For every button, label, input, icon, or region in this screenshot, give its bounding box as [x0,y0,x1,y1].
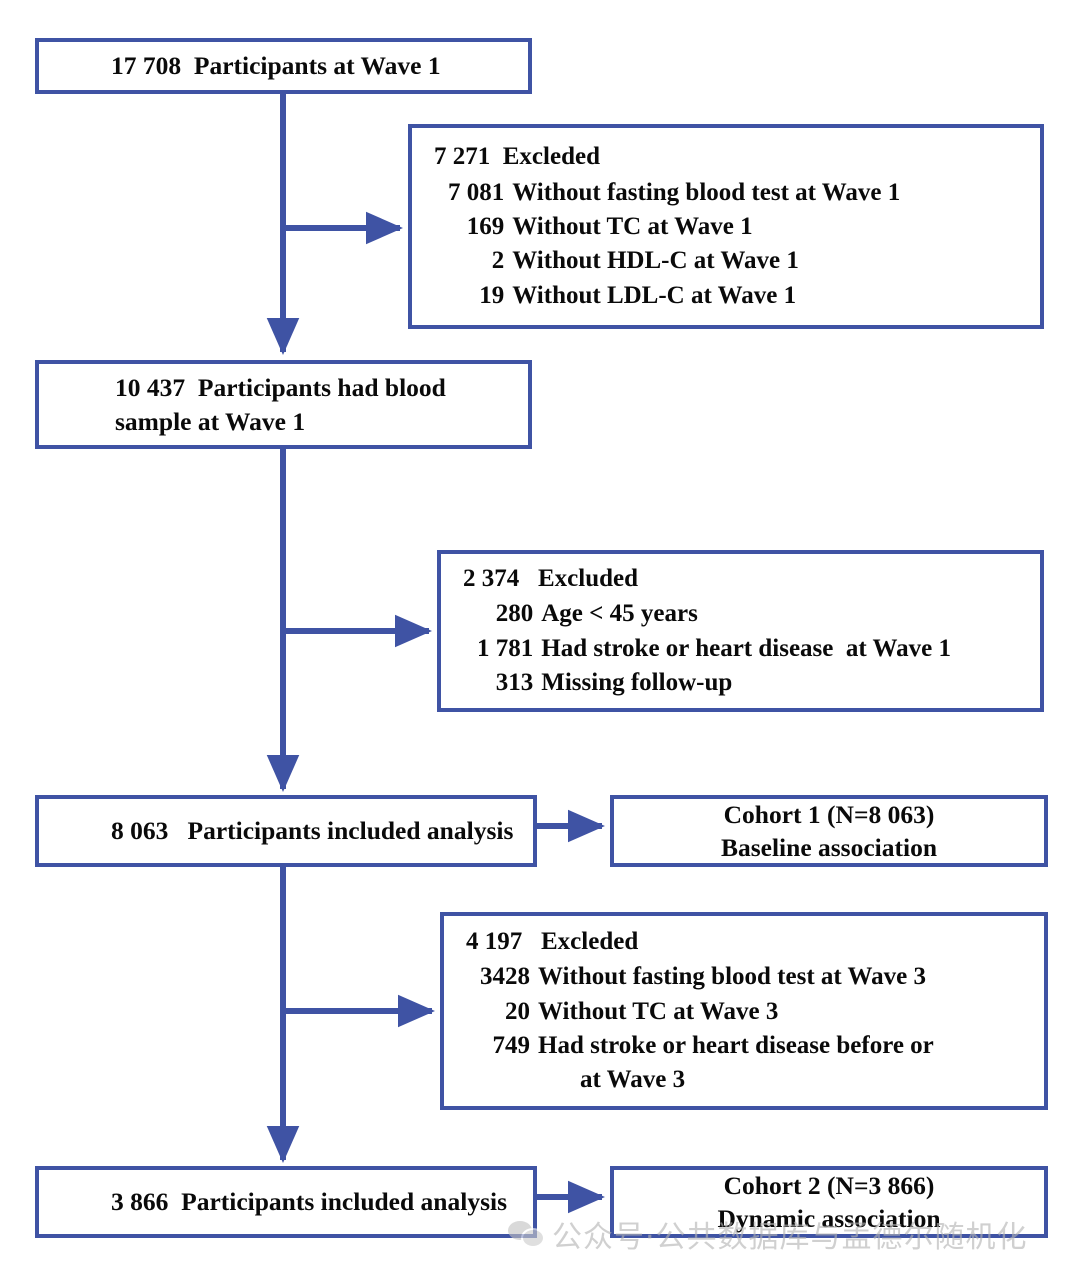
item-label: Without fasting blood test at Wave 1 [512,178,901,206]
item-count: 1 781 [477,634,534,662]
item-label: Had stroke or heart disease before or [538,1031,934,1059]
list-item: 1 781 Had stroke or heart disease at Wav… [477,632,951,666]
list-item: 749 Had stroke or heart disease before o… [480,1029,934,1063]
list-item: 7 081 Without fasting blood test at Wave… [448,176,900,210]
node-excluded-age-disease-head: 2 374 Excluded [463,564,639,592]
item-label: Without LDL-C at Wave 1 [512,281,797,309]
list-item: 313 Missing follow-up [477,666,951,700]
list-item: 19 Without LDL-C at Wave 1 [448,279,900,313]
node-cohort1-line1: Cohort 1 (N=8 063) [723,799,935,829]
node-cohort2: Cohort 2 (N=3 866) Dynamic association [610,1166,1048,1238]
item-count: 169 [466,213,505,240]
item-count: 7 081 [448,178,505,206]
node-excluded-age-disease-items: 280 Age < 45 years 1 781 Had stroke or h… [477,597,951,700]
node-excluded-wave1-head: 7 271 Excleded [434,143,600,171]
item-label: Without TC at Wave 3 [538,997,779,1025]
item-count: 2 [491,247,505,275]
node-excluded-wave1-items: 7 081 Without fasting blood test at Wave… [448,176,900,313]
item-label: Age < 45 years [541,600,698,628]
item-label: Missing follow-up [541,668,733,696]
node-excluded-wave3: 4 197 Excleded 3428 Without fasting bloo… [440,912,1048,1110]
node-blood-sample-wave1-line2: sample at Wave 1 [115,406,306,436]
item-count: 280 [495,600,534,628]
node-included-analysis-cohort1: 8 063 Participants included analysis [35,795,537,867]
node-cohort2-line2: Dynamic association [717,1204,941,1233]
item-label: at Wave 3 [580,1066,686,1093]
item-count: 20 [505,997,530,1025]
node-participants-wave1-line1: 17 708 Participants at Wave 1 [111,51,441,81]
item-label: Without HDL-C at Wave 1 [512,247,799,275]
node-cohort2-line1: Cohort 2 (N=3 866) [723,1170,935,1200]
node-cohort1-line2: Baseline association [720,833,938,862]
node-included-analysis-cohort2-line1: 3 866 Participants included analysis [111,1187,508,1217]
node-included-analysis-cohort2: 3 866 Participants included analysis [35,1166,537,1238]
node-excluded-wave3-head: 4 197 Excleded [466,927,639,955]
item-count: 3428 [480,963,530,991]
node-excluded-wave1: 7 271 Excleded 7 081 Without fasting blo… [408,124,1044,329]
list-item: at Wave 3 [480,1063,934,1097]
item-count: 313 [495,668,534,696]
list-item: 20 Without TC at Wave 3 [480,995,934,1029]
node-included-analysis-cohort1-line1: 8 063 Participants included analysis [111,816,514,846]
item-label: Had stroke or heart disease at Wave 1 [541,634,951,662]
item-label: Without TC at Wave 1 [512,213,753,240]
node-participants-wave1: 17 708 Participants at Wave 1 [35,38,532,94]
item-count: 749 [492,1031,531,1059]
node-excluded-age-disease: 2 374 Excluded 280 Age < 45 years 1 781 … [437,550,1044,712]
item-label: Without fasting blood test at Wave 3 [538,963,927,991]
list-item: 280 Age < 45 years [477,597,951,631]
node-excluded-wave3-items: 3428 Without fasting blood test at Wave … [480,960,934,1097]
item-count [480,1063,538,1097]
node-blood-sample-wave1-line1: 10 437 Participants had blood [115,373,446,403]
item-count: 19 [479,281,505,309]
list-item: 3428 Without fasting blood test at Wave … [480,960,934,994]
list-item: 169 Without TC at Wave 1 [448,210,900,244]
list-item: 2 Without HDL-C at Wave 1 [448,244,900,278]
node-cohort1: Cohort 1 (N=8 063) Baseline association [610,795,1048,867]
node-blood-sample-wave1: 10 437 Participants had blood sample at … [35,360,532,449]
